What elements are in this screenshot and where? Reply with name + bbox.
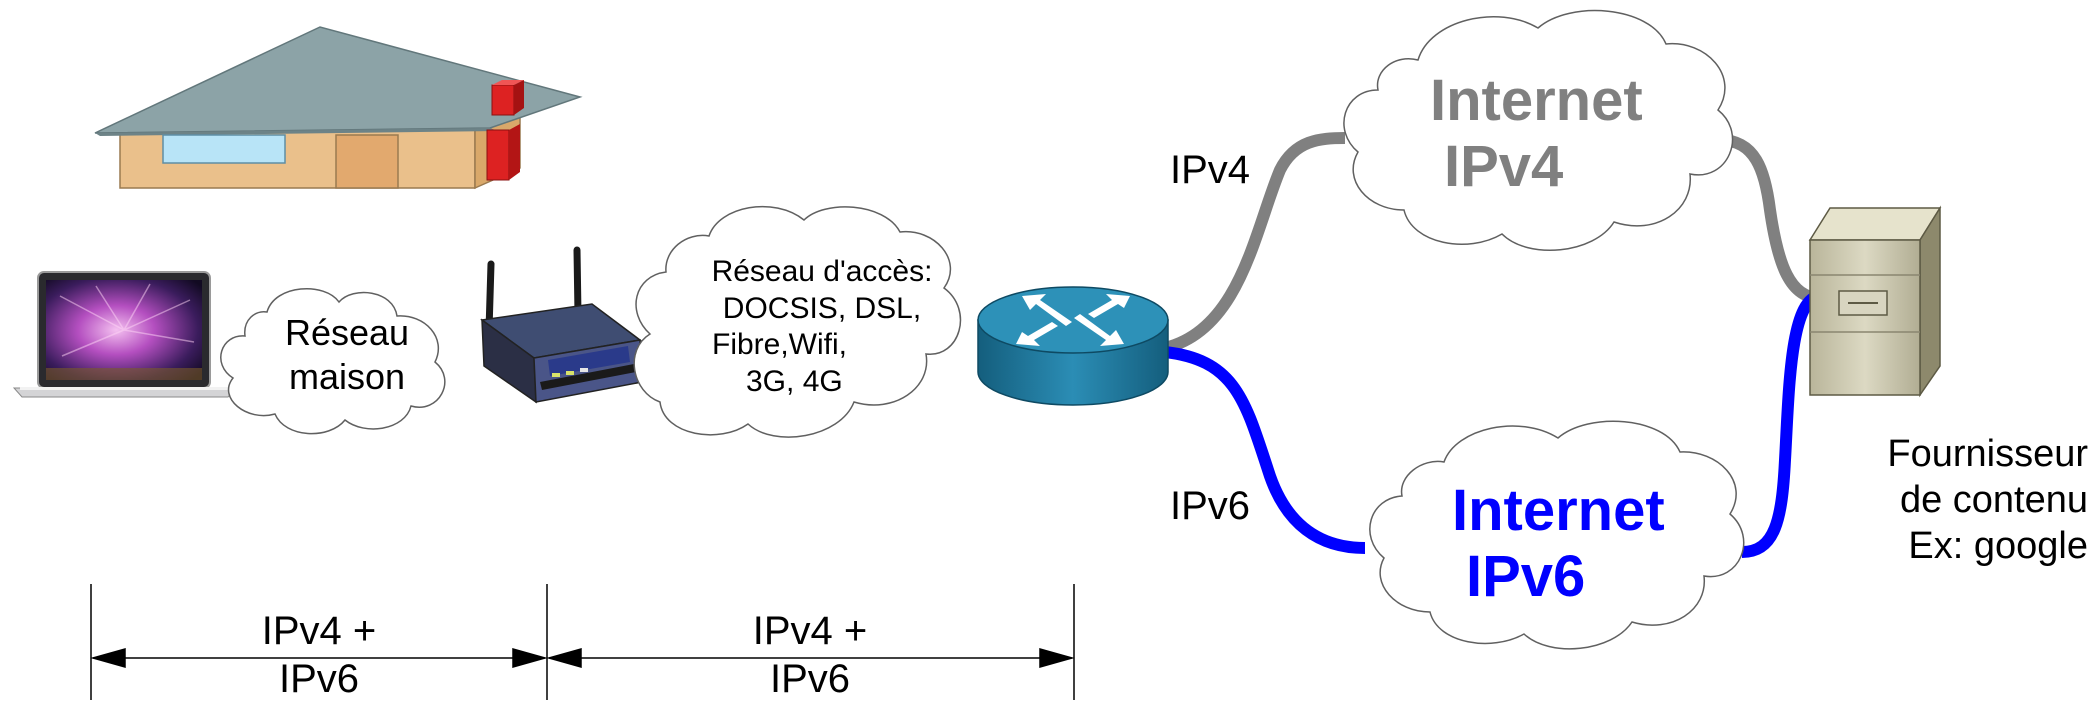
access-network-line-1: Réseau d'accès: xyxy=(711,255,933,288)
access-network-cloud xyxy=(633,205,962,438)
ipv6-link-label: IPv6 xyxy=(1170,484,1251,528)
segment-home-label: IPv4 + IPv6 xyxy=(219,607,419,703)
internet-ipv6-line-2: IPv6 xyxy=(1466,544,1586,610)
ipv4-link-label: IPv4 xyxy=(1170,148,1251,192)
wireless-router-icon xyxy=(480,246,643,404)
home-network-cloud xyxy=(220,287,446,435)
internet-ipv6-cloud xyxy=(1369,420,1745,650)
internet-ipv4-line-2: IPv4 xyxy=(1444,134,1564,200)
laptop-icon xyxy=(12,271,238,398)
home-network-line-1: Réseau xyxy=(284,312,410,353)
segment-home-line-2: IPv6 xyxy=(278,657,360,701)
router-icon xyxy=(977,286,1169,406)
internet-ipv4-cloud xyxy=(1343,9,1734,252)
segment-access-label: IPv4 + IPv6 xyxy=(710,607,910,703)
ipv4-link-right xyxy=(1719,134,1821,304)
house-icon xyxy=(94,26,583,190)
ipv4-link-left xyxy=(1163,132,1346,354)
internet-ipv6-line-1: Internet xyxy=(1452,478,1665,543)
content-provider-line-2: de contenu xyxy=(1899,478,2088,521)
internet-ipv4-line-1: Internet xyxy=(1430,68,1643,133)
content-provider-label: Fournisseur de contenu Ex: google xyxy=(1826,432,2088,570)
dimension-lines xyxy=(90,584,1075,700)
ipv6-link-left xyxy=(1164,346,1366,554)
server-icon xyxy=(1808,205,1942,398)
access-network-label: Réseau d'accès: DOCSIS, DSL, Fibre,Wifi,… xyxy=(672,254,972,400)
ipv6-link-right xyxy=(1741,290,1822,558)
segment-home-line-1: IPv4 + xyxy=(261,609,377,653)
home-network-line-2: maison xyxy=(288,355,406,397)
content-provider-line-1: Fournisseur xyxy=(1887,433,2088,475)
segment-access-line-2: IPv6 xyxy=(769,657,851,701)
access-network-line-2: DOCSIS, DSL, xyxy=(722,291,922,325)
segment-access-line-1: IPv4 + xyxy=(752,609,868,653)
home-network-label: Réseau maison xyxy=(262,311,432,399)
access-network-line-4: 3G, 4G xyxy=(746,364,843,398)
access-network-line-3: Fibre,Wifi, xyxy=(712,328,847,362)
internet-ipv4-label: Internet IPv4 xyxy=(1420,68,1680,200)
content-provider-line-3: Ex: google xyxy=(1908,524,2088,567)
internet-ipv6-label: Internet IPv6 xyxy=(1440,478,1700,610)
